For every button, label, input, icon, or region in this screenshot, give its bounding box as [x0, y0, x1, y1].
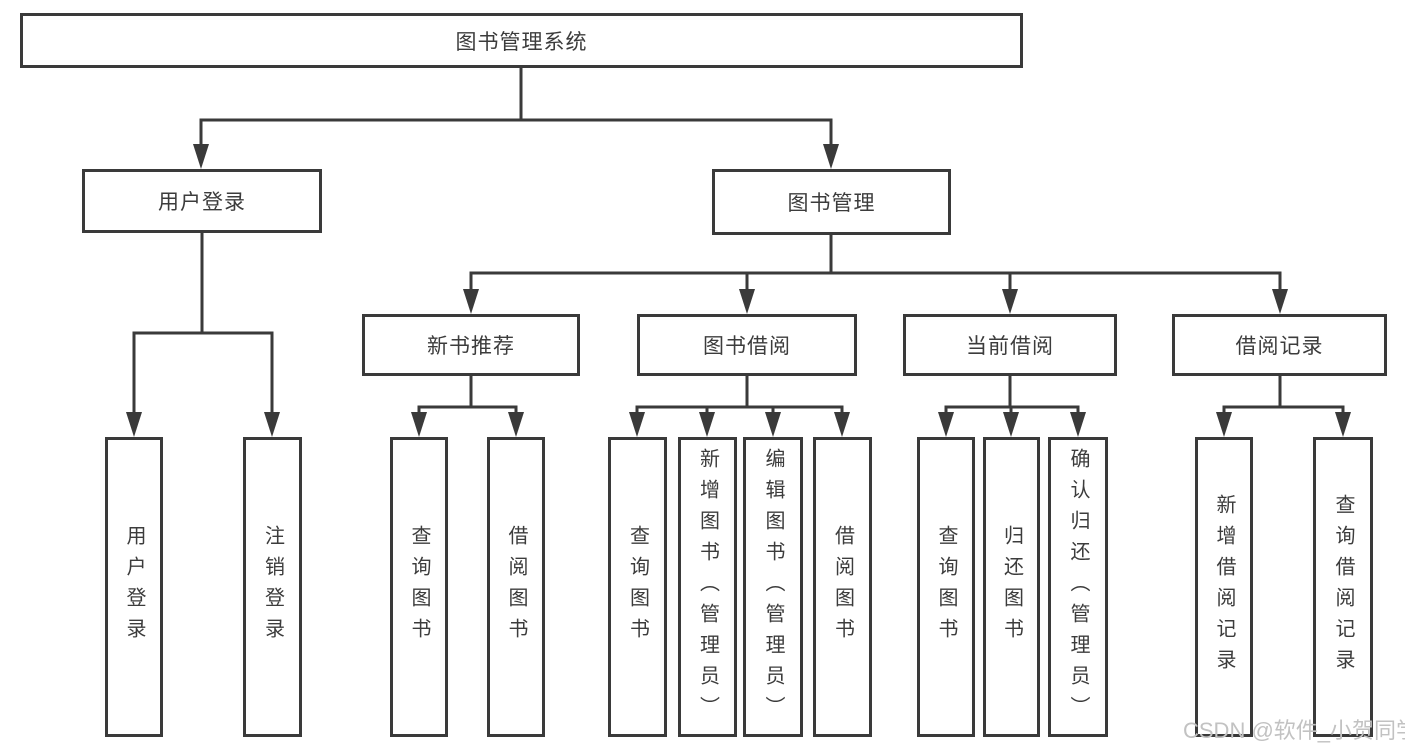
leaf-query-books-2: 查询图书: [608, 437, 667, 737]
leaf-query-books-1: 查询图书: [390, 437, 448, 737]
arrowhead: [699, 412, 715, 437]
edge-current-borrowing-split: [944, 376, 1080, 415]
node-user-login: 用户登录: [82, 169, 322, 233]
leaf-borrow-books-1: 借阅图书: [487, 437, 545, 737]
arrowhead: [508, 412, 524, 437]
node-current-borrowing: 当前借阅: [903, 314, 1117, 376]
node-new-book-recommend: 新书推荐: [362, 314, 580, 376]
leaf-confirm-return-admin: 确认归还（管理员）: [1048, 437, 1108, 737]
edge-book-management-split: [469, 235, 1282, 292]
node-borrowing-records: 借阅记录: [1172, 314, 1387, 376]
arrowhead: [1003, 412, 1019, 437]
node-root: 图书管理系统: [20, 13, 1023, 68]
edge-root-split: [199, 68, 833, 147]
arrowhead: [193, 144, 209, 169]
edge-new-book-recommend-split: [417, 376, 518, 415]
leaf-edit-book-admin: 编辑图书（管理员）: [743, 437, 803, 737]
node-book-borrowing: 图书借阅: [637, 314, 857, 376]
edge-user-login-split: [132, 233, 274, 415]
arrowhead: [264, 412, 280, 437]
arrowhead: [1335, 412, 1351, 437]
arrowhead: [1216, 412, 1232, 437]
leaf-add-borrow-record: 新增借阅记录: [1195, 437, 1253, 737]
arrowhead: [765, 412, 781, 437]
arrowhead: [1002, 289, 1018, 314]
arrowhead: [1272, 289, 1288, 314]
leaf-return-book: 归还图书: [983, 437, 1040, 737]
arrowhead: [126, 412, 142, 437]
leaf-add-book-admin: 新增图书（管理员）: [678, 437, 737, 737]
arrowhead: [1070, 412, 1086, 437]
arrowhead: [463, 289, 479, 314]
arrowhead: [823, 144, 839, 169]
arrowhead: [938, 412, 954, 437]
watermark: CSDN @软件_小贺同学: [1183, 718, 1405, 743]
leaf-logout: 注销登录: [243, 437, 302, 737]
edge-book-borrowing-split: [635, 376, 844, 415]
arrowhead: [739, 289, 755, 314]
node-book-management: 图书管理: [712, 169, 951, 235]
leaf-query-books-3: 查询图书: [917, 437, 975, 737]
leaf-user-login: 用户登录: [105, 437, 163, 737]
edge-borrowing-records-split: [1222, 376, 1345, 415]
arrowhead: [411, 412, 427, 437]
arrowhead: [629, 412, 645, 437]
arrowhead: [834, 412, 850, 437]
leaf-borrow-books-2: 借阅图书: [813, 437, 872, 737]
leaf-query-borrow-record: 查询借阅记录: [1313, 437, 1373, 737]
